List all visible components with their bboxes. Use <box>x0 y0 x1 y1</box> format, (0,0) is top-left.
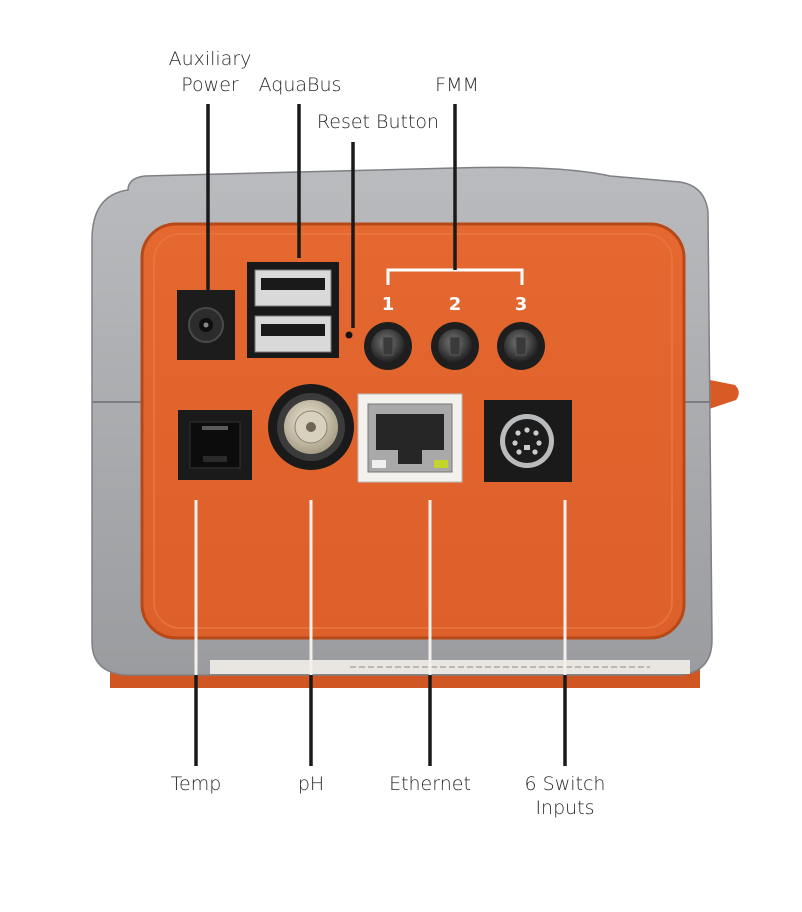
label-aquabus: AquaBus <box>258 74 342 96</box>
label-reset-button: Reset Button <box>316 111 440 133</box>
fmm-port-1-icon <box>364 322 412 370</box>
switch-inputs-din-icon <box>484 400 572 482</box>
aux-power-jack-icon <box>177 290 235 360</box>
fmm-port-3-number: 3 <box>514 294 528 315</box>
label-aux-power-line1: Auxiliary <box>168 48 252 70</box>
fmm-port-1-number: 1 <box>381 294 395 315</box>
fmm-port-3-icon <box>497 322 545 370</box>
label-aux-power-line2: Power <box>181 74 239 96</box>
label-ph: pH <box>297 773 325 795</box>
label-fmm: FMM <box>435 74 479 96</box>
ethernet-port-icon <box>357 393 463 483</box>
label-switch-line1: 6 Switch <box>524 773 606 795</box>
callout-lines <box>194 104 567 766</box>
fmm-port-2-icon <box>431 322 479 370</box>
reset-button-icon <box>345 331 353 339</box>
ph-bnc-connector-icon <box>268 384 354 470</box>
aquabus-usb-port-icon <box>247 262 339 358</box>
temp-jack-icon <box>178 410 252 480</box>
label-temp: Temp <box>170 773 222 795</box>
label-ethernet: Ethernet <box>389 773 471 795</box>
label-switch-line2: Inputs <box>535 797 595 819</box>
fmm-port-2-number: 2 <box>448 294 462 315</box>
